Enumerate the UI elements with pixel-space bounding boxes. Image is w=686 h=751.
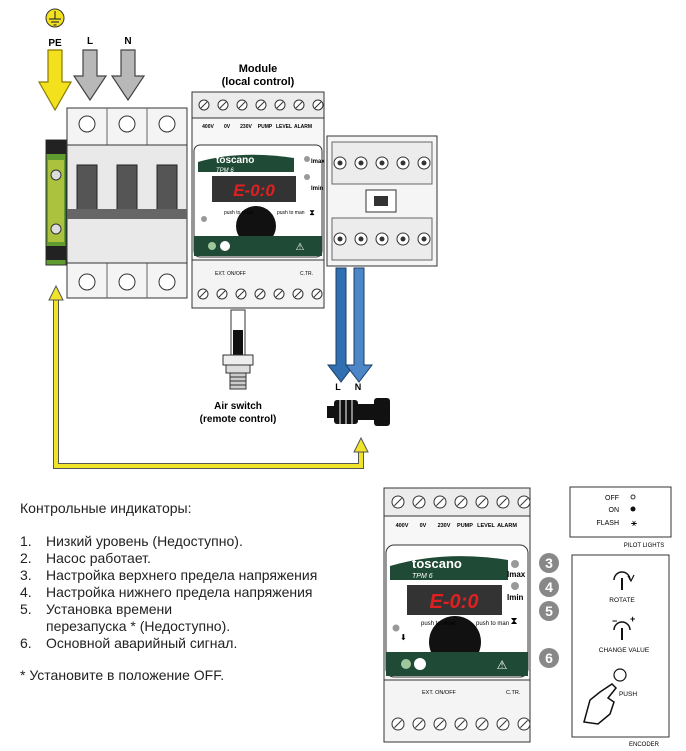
motor-label-n: N [355,382,362,392]
contactor [326,135,438,267]
pilot-on: ON [609,507,620,514]
legend-title: Контрольные индикаторы: [20,500,192,516]
pilot-flash: FLASH [596,520,619,527]
circuit-breaker [66,107,188,299]
flash-icon: ⚹ [631,518,637,529]
alarm-icon-detail: ⚠ [497,658,508,672]
terminal-label: PUMP [258,124,273,130]
label-l: L [87,36,93,47]
change-value-label: CHANGE VALUE [599,647,650,654]
model-label: TPM 6 [216,168,234,174]
arrow-pe [37,49,73,112]
change-value-icon: − + [612,614,635,640]
indicator-legend: Контрольные индикаторы: 1.Низкий уровень… [20,500,370,684]
callout-badge [539,648,559,668]
imax-label: Imax [311,159,325,165]
terminal-label: ALARM [294,124,312,130]
module-subtitle: (local control) [222,76,295,88]
air-switch-title: Air switch [214,401,262,412]
callout-number: 4 [545,579,553,595]
legend-item: 3.Настройка верхнего предела напряжения [20,567,318,583]
legend-list: 1.Низкий уровень (Недоступно). 2.Насос р… [20,533,370,652]
air-switch-icon [222,309,254,390]
terminal-label: 0V [420,523,427,529]
ext-onoff-label-top: EXT. ON/OFF [215,271,246,277]
legend-item: 1.Низкий уровень (Недоступно). [20,533,243,549]
legend-item: 2.Насос работает. [20,550,151,566]
model-label-detail: TPM 6 [412,573,433,580]
encoder-title: ENCODER [629,742,660,748]
display-digits: E-0:0 [233,181,275,200]
terminal-label: 230V [438,523,451,529]
ctr-label-top: C.TR. [300,271,313,277]
callout-badge [539,601,559,621]
legend-item: 4.Настройка нижнего предела напряжения [20,584,313,600]
callout-badge [539,577,559,597]
push-label: PUSH [619,691,637,698]
level-icon: ⬇ [400,633,407,642]
push-reset-label: push to reset [224,210,254,216]
svg-text:+: + [630,614,635,624]
legend-note: * Установите в положение OFF. [20,667,225,683]
hourglass-icon-detail: ⧗ [510,616,517,627]
terminal-label: 400V [202,124,214,130]
brand-logo: toscano [216,155,254,166]
motor-label-l: L [335,382,341,392]
earth-terminal-block [45,139,67,266]
callout-number: 6 [545,650,553,666]
rotate-icon [613,571,635,590]
callout-number: 5 [545,603,553,619]
arrow-n [110,49,146,102]
terminal-label: 230V [240,124,252,130]
alarm-icon: ⚠ [296,242,305,253]
terminal-label: 400V [396,523,409,529]
ext-onoff-label-detail: EXT. ON/OFF [422,690,457,696]
svg-text:−: − [612,616,617,626]
pilot-off: OFF [605,495,619,502]
legend-item: 6.Основной аварийный сигнал. [20,635,238,651]
terminal-label: 0V [224,124,231,130]
callout-badge [539,553,559,573]
terminal-label: LEVEL [477,523,495,529]
label-pe: PE [48,38,62,49]
callout-number: 3 [545,555,553,571]
encoder-panel: ROTATE − + CHANGE VALUE PUSH [571,554,670,738]
rotate-label: ROTATE [609,597,635,604]
imin-label-detail: Imin [507,593,524,602]
push-man-label-detail: push to man [476,621,509,627]
pump-motor-icon [327,398,390,426]
pilot-lights-panel: OFF ON FLASH ⚹ [569,486,672,538]
imax-label-detail: Imax [507,570,526,579]
earth-icon [45,8,65,28]
arrow-l [72,49,108,102]
imin-label: Imin [311,186,324,192]
terminal-label: ALARM [497,523,517,529]
earth-wire-loop [53,300,364,469]
ctr-label-detail: C.TR. [506,690,521,696]
module-title: Module [239,63,278,75]
push-hand-icon [583,668,627,725]
pilot-lights-title: PILOT LIGHTS [624,543,665,549]
hourglass-icon: ⧗ [309,208,315,217]
terminal-label: LEVEL [276,124,292,130]
motor-wires [326,267,374,383]
terminal-label: PUMP [457,523,473,529]
brand-logo-detail: toscano [412,556,462,571]
label-n: N [124,36,131,47]
display-digits-detail: E-0:0 [430,591,479,613]
push-reset-label-detail: push to reset [421,621,456,627]
air-switch-subtitle: (remote control) [200,414,277,425]
legend-item: 5.Установка времени перезапуска * (Недос… [20,601,231,634]
push-man-label: push to man [277,210,305,216]
